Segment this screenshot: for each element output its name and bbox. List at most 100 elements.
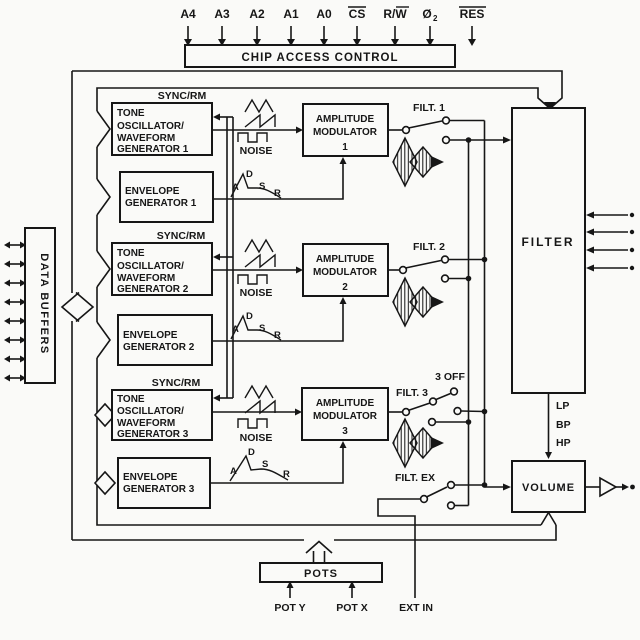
pin-label-phi2-sub: 2: [433, 14, 438, 23]
sync-feedback-lines: [213, 113, 234, 402]
svg-text:GENERATOR 2: GENERATOR 2: [123, 342, 195, 353]
svg-text:D: D: [248, 447, 255, 458]
arrowhead: [296, 126, 303, 134]
envelope-generator-3-box: [117, 457, 211, 509]
sawtooth-wave-icon: [244, 113, 276, 129]
arrowhead: [184, 39, 192, 46]
pin-label-a4: A4: [180, 7, 196, 21]
svg-text:OSCILLATOR/: OSCILLATOR/: [117, 406, 184, 417]
ext-in-wire: [377, 498, 421, 598]
pin-label-cs: CS: [349, 7, 366, 21]
switch-contact: [440, 255, 450, 264]
data-bus-arrow: [4, 279, 26, 287]
volume: VOLUME: [511, 460, 635, 513]
svg-text:R: R: [274, 330, 281, 341]
svg-text:1: 1: [342, 142, 348, 153]
envelope-output-wire: [210, 447, 344, 484]
bus-diamond-env3: [93, 470, 117, 496]
arrowhead: [295, 408, 302, 416]
pin-label-a1: A1: [283, 7, 299, 21]
svg-text:R: R: [274, 188, 281, 199]
envelope-output-wire: [212, 303, 344, 342]
switch-lever: [408, 120, 443, 129]
voice-3: SYNC/RM TONE OSCILLATOR/ WAVEFORM GENERA…: [111, 371, 485, 509]
arrowhead: [218, 39, 226, 46]
pin-dot: [629, 229, 635, 235]
pulse-wave-icon: [237, 274, 268, 285]
arrowhead: [503, 483, 511, 491]
pin-label-a0: A0: [316, 7, 332, 21]
switch-contact: [441, 135, 451, 145]
svg-text:OSCILLATOR/: OSCILLATOR/: [117, 261, 184, 272]
pin-arrows: [184, 26, 476, 46]
svg-text:GENERATOR 1: GENERATOR 1: [125, 198, 197, 209]
bus-chevron-env2: [96, 321, 111, 359]
filter-switch-2: FILT. 2: [388, 241, 485, 283]
svg-text:2: 2: [342, 282, 348, 293]
chip-access-control: CHIP ACCESS CONTROL: [184, 44, 456, 68]
switch-pole: [401, 125, 411, 135]
filter-output-taps: LP BP HP: [545, 393, 571, 459]
voice-1: SYNC/RM TONE OSCILLATOR/ WAVEFORM GENERA…: [111, 90, 511, 223]
envelope-generator-1-box: [119, 171, 214, 223]
arrowhead: [320, 39, 328, 46]
amplitude-modulator-2-label: AMPLITUDE: [316, 254, 375, 265]
tone-oscillator-1-box: [111, 102, 213, 156]
tone-oscillator-2-box: [111, 242, 213, 296]
switch-contact-off: [449, 387, 459, 396]
svg-text:GENERATOR 2: GENERATOR 2: [117, 284, 189, 295]
switch-lever: [426, 486, 448, 498]
switch-contact: [441, 116, 451, 125]
adsr-envelope-icon: A D S R: [230, 311, 282, 341]
svg-text:MODULATOR: MODULATOR: [313, 411, 378, 422]
filter-switch-1: FILT. 1: [388, 102, 511, 145]
arrowhead: [503, 136, 511, 144]
data-bus-arrow: [4, 317, 26, 325]
svg-text:MODULATOR: MODULATOR: [313, 267, 378, 278]
outer-bottom-right: [334, 525, 557, 541]
ext-in-label: EXT IN: [399, 602, 433, 614]
pots-control-chevron: [305, 540, 333, 563]
svg-text:S: S: [259, 181, 265, 192]
arrowhead: [339, 441, 347, 448]
tone-oscillator-3-box: [111, 389, 213, 441]
data-buffers-label: DATA BUFFERS: [38, 253, 50, 355]
envelope-generator-2-box: [117, 314, 213, 366]
filt-3-label: FILT. 3: [396, 387, 428, 399]
data-bus-arrow: [4, 241, 26, 249]
pin-label-rw: R/W: [383, 7, 407, 21]
arrowhead: [348, 581, 356, 588]
pulse-wave-icon: [237, 418, 268, 429]
voice-2: SYNC/RM TONE OSCILLATOR/ WAVEFORM GENERA…: [111, 230, 485, 366]
outer-top-and-right: [72, 70, 563, 110]
routing-buses: [465, 120, 511, 506]
switch-pole: [398, 265, 408, 275]
svg-text:S: S: [262, 459, 268, 470]
chip-access-control-label: CHIP ACCESS CONTROL: [241, 52, 398, 64]
arrowhead: [622, 483, 629, 491]
switch-lever: [407, 402, 431, 412]
filter: FILTER LP BP HP: [511, 107, 635, 459]
pin-label-res: RES: [460, 7, 485, 21]
svg-text:GENERATOR 3: GENERATOR 3: [123, 484, 195, 495]
svg-text:A: A: [232, 182, 239, 193]
pin-header: A4 A3 A2 A1 A0 CS R/W Ø 2 RES: [180, 6, 486, 46]
output-amp-icon: [599, 476, 618, 498]
data-bus-arrow: [4, 355, 26, 363]
three-off-label: 3 OFF: [435, 371, 465, 383]
svg-text:WAVEFORM: WAVEFORM: [117, 133, 175, 144]
junction-dot: [481, 256, 488, 263]
envelope-generator-2-label: ENVELOPE: [123, 330, 178, 341]
switch-contact: [427, 417, 437, 427]
data-buffers-box: [24, 227, 56, 384]
arrowhead: [339, 157, 347, 164]
switch-contact: [453, 406, 462, 416]
arrowhead: [213, 394, 220, 402]
lp-label: LP: [556, 400, 569, 412]
wire: [460, 410, 485, 413]
data-bus-wide-connector: [60, 291, 95, 323]
arrowhead: [586, 246, 594, 254]
svg-text:OSCILLATOR/: OSCILLATOR/: [117, 121, 184, 132]
